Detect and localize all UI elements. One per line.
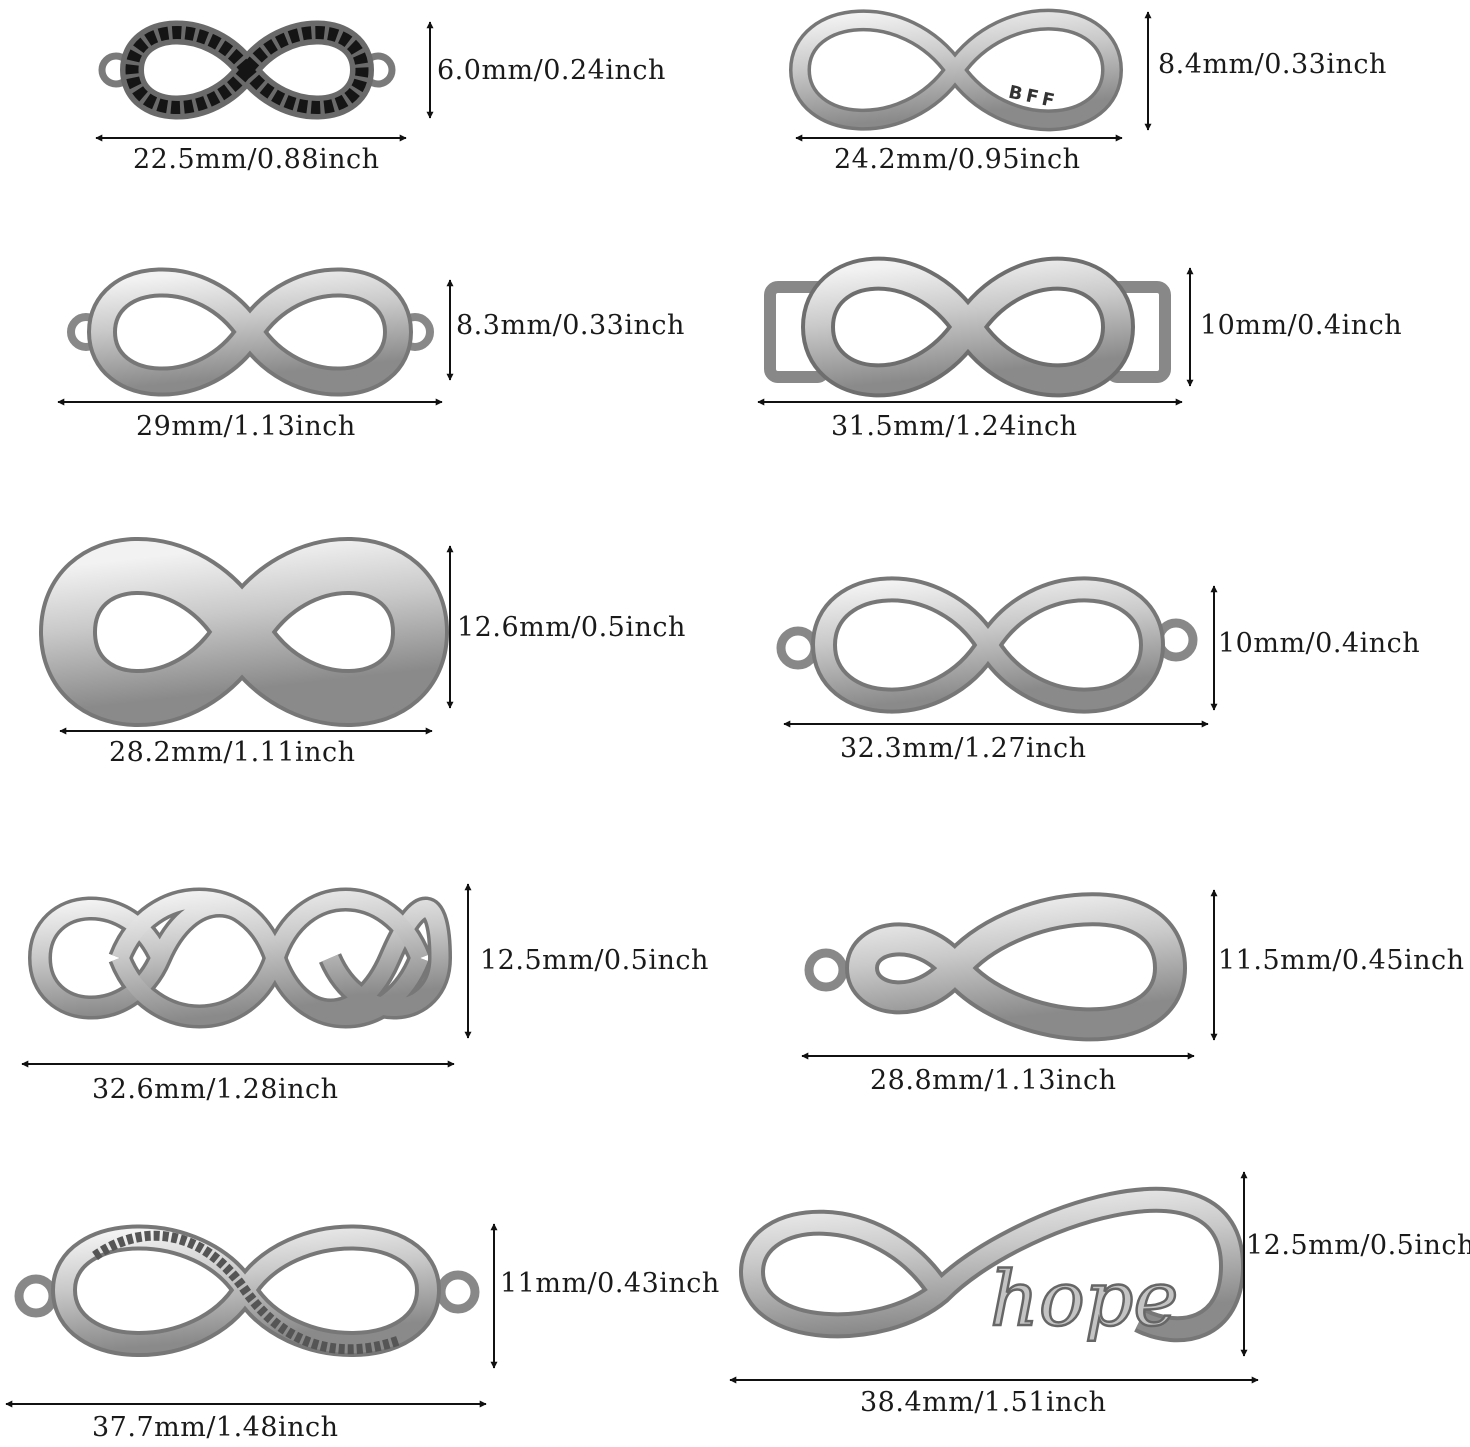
hope-engraving: hope bbox=[990, 1254, 1178, 1343]
height-label: 6.0mm/0.24inch bbox=[437, 55, 666, 86]
loop-infinity-charm bbox=[67, 267, 434, 397]
width-label: 31.5mm/1.24inch bbox=[831, 411, 1078, 442]
script-infinity-charm bbox=[14, 1224, 480, 1357]
width-label: 32.3mm/1.27inch bbox=[840, 733, 1087, 764]
bracket-infinity-charm bbox=[764, 256, 1171, 398]
width-label: 28.8mm/1.13inch bbox=[870, 1065, 1117, 1096]
width-label: 32.6mm/1.28inch bbox=[92, 1074, 339, 1105]
solid-infinity-charm bbox=[38, 537, 450, 727]
width-label: 22.5mm/0.88inch bbox=[133, 144, 380, 175]
double-infinity-charm bbox=[27, 887, 453, 1029]
width-label: 37.7mm/1.48inch bbox=[92, 1412, 339, 1443]
height-label: 11mm/0.43inch bbox=[500, 1268, 720, 1299]
width-label: 24.2mm/0.95inch bbox=[834, 144, 1081, 175]
teardrop-infinity-charm bbox=[804, 892, 1188, 1042]
bff-infinity-charm: BFF bbox=[788, 8, 1124, 132]
height-label: 11.5mm/0.45inch bbox=[1218, 945, 1465, 976]
height-label: 12.5mm/0.5inch bbox=[480, 945, 709, 976]
width-label: 38.4mm/1.51inch bbox=[860, 1387, 1107, 1418]
height-label: 10mm/0.4inch bbox=[1218, 628, 1421, 659]
height-label: 8.3mm/0.33inch bbox=[456, 310, 685, 341]
height-label: 8.4mm/0.33inch bbox=[1158, 49, 1387, 80]
height-label: 12.5mm/0.5inch bbox=[1246, 1230, 1470, 1261]
height-label: 12.6mm/0.5inch bbox=[457, 612, 686, 643]
hope-infinity-charm: hope bbox=[738, 1186, 1246, 1344]
rhinestone-infinity-charm bbox=[98, 20, 396, 120]
height-label: 10mm/0.4inch bbox=[1200, 310, 1403, 341]
width-label: 28.2mm/1.11inch bbox=[109, 737, 356, 768]
dimension-arrows bbox=[5, 11, 1259, 1408]
width-label: 29mm/1.13inch bbox=[136, 411, 356, 442]
thin-loop-infinity-charm bbox=[776, 576, 1198, 714]
